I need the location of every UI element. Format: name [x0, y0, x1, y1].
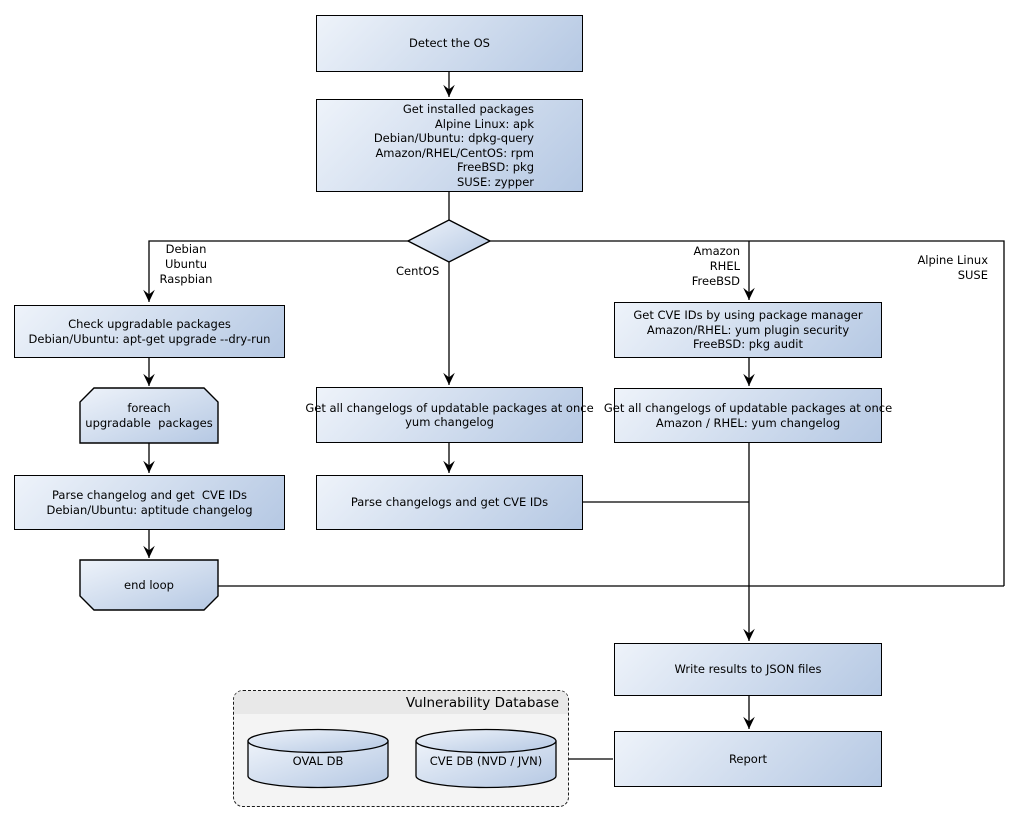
cve-db-label: CVE DB (NVD / JVN) [429, 753, 543, 768]
node-check-upgradable-packages-label: Check upgradable packages Debian/Ubuntu:… [28, 317, 271, 346]
node-parse-changelog-debian: Parse changelog and get CVE IDs Debian/U… [14, 475, 285, 530]
node-check-upgradable-packages: Check upgradable packages Debian/Ubuntu:… [14, 305, 285, 358]
branch-label-amazon: Amazon RHEL FreeBSD [691, 244, 740, 288]
decision-diamond-os [406, 219, 492, 263]
node-get-changelogs-centos-label: Get all changelogs of updatable packages… [305, 400, 594, 430]
node-get-changelogs-amazon-label: Get all changelogs of updatable packages… [603, 401, 893, 430]
branch-label-alpine: Alpine Linux SUSE [917, 253, 988, 282]
foreach-loop-label: foreach upgradable packages [85, 401, 213, 430]
node-get-cve-ids-pkg-manager-label: Get CVE IDs by using package manager Ama… [633, 308, 863, 352]
branch-label-centos: CentOS [396, 264, 440, 278]
node-get-changelogs-amazon: Get all changelogs of updatable packages… [604, 388, 892, 443]
node-parse-changelogs-center-label: Parse changelogs and get CVE IDs [350, 495, 549, 510]
node-write-results-json: Write results to JSON files [614, 643, 882, 696]
node-write-results-json-label: Write results to JSON files [674, 662, 822, 677]
vulnerability-database-title: Vulnerability Database [405, 694, 559, 711]
vulnerability-database-header: Vulnerability Database [234, 691, 568, 714]
end-loop-label: end loop [124, 577, 174, 592]
branch-label-debian: Debian Ubuntu Raspbian [159, 242, 213, 286]
node-get-installed-packages-label: Get installed packages Alpine Linux: apk… [373, 102, 534, 189]
node-detect-os: Detect the OS [316, 15, 583, 72]
node-get-changelogs-centos: Get all changelogs of updatable packages… [305, 387, 594, 443]
oval-db-label: OVAL DB [292, 753, 344, 768]
node-get-cve-ids-pkg-manager: Get CVE IDs by using package manager Ama… [614, 302, 882, 358]
node-get-installed-packages: Get installed packages Alpine Linux: apk… [316, 99, 583, 192]
node-detect-os-label: Detect the OS [409, 36, 490, 51]
node-parse-changelogs-center: Parse changelogs and get CVE IDs [316, 475, 583, 530]
node-parse-changelog-debian-label: Parse changelog and get CVE IDs Debian/U… [46, 488, 253, 517]
node-report-label: Report [728, 751, 768, 766]
node-report: Report [614, 731, 882, 787]
